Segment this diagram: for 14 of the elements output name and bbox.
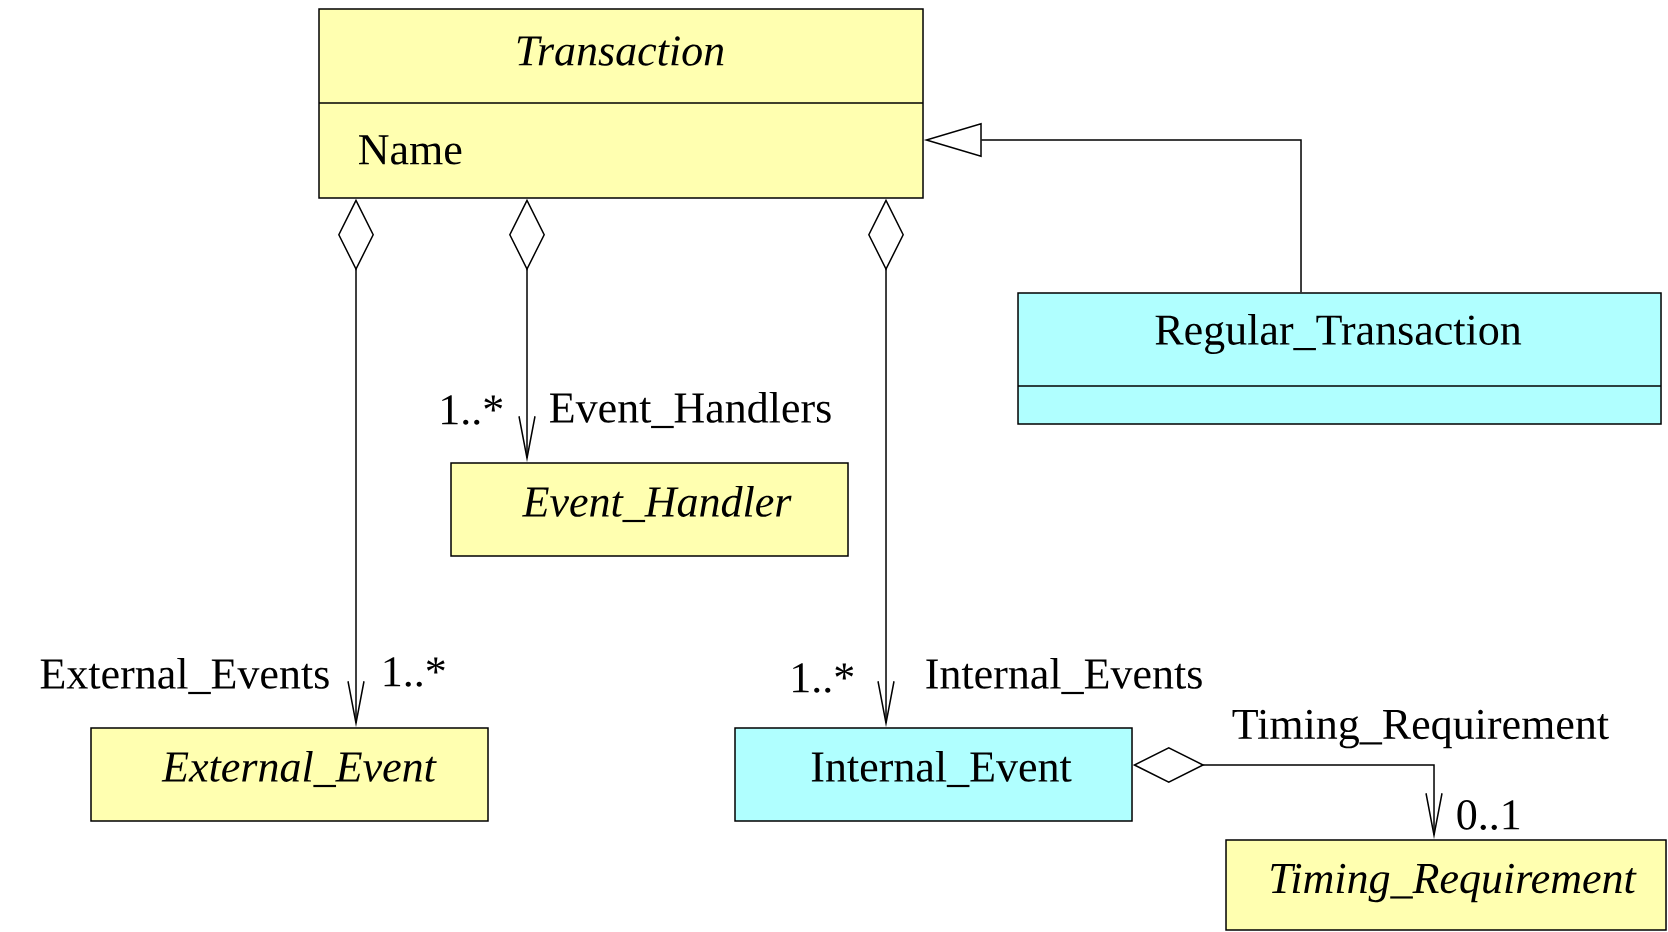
class-box: External_Event: [90, 727, 489, 822]
multiplicity-label: 1..*: [384, 657, 445, 687]
role-label: External_Events: [38, 656, 332, 696]
class-box: Timing_Requirement: [1225, 839, 1667, 931]
multiplicity-label: 1..*: [442, 395, 503, 425]
multiplicity-label: 1..*: [793, 663, 854, 693]
class-box: Transaction Name: [318, 8, 924, 199]
class-box: Event_Handler: [450, 462, 849, 557]
role-label: Internal_Events: [923, 656, 1205, 696]
multiplicity-label: 0..1: [1457, 800, 1520, 830]
class-box: Regular_Transaction: [1017, 292, 1662, 425]
role-label: Event_Handlers: [547, 390, 834, 430]
role-label: Timing_Requirement: [1230, 708, 1611, 750]
class-box: Internal_Event: [734, 727, 1133, 822]
